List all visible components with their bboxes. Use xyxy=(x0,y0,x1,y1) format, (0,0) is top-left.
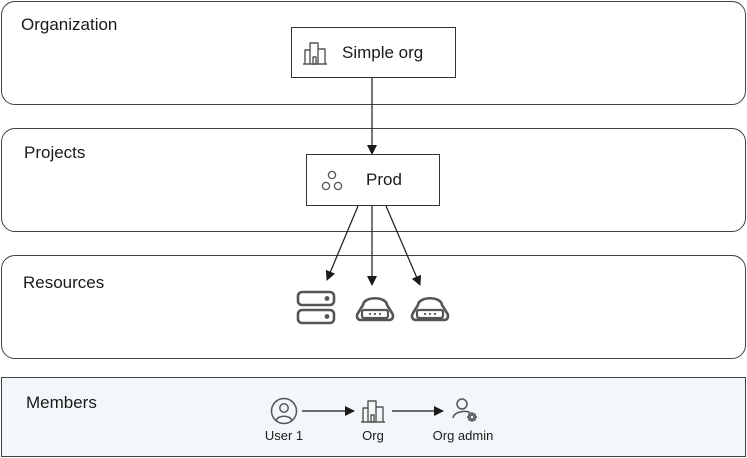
resources-band-label: Resources xyxy=(23,273,105,292)
org-node[interactable]: Simple org xyxy=(291,27,456,78)
server-stack-icon[interactable] xyxy=(296,290,336,326)
arrow-project-to-cloud-2 xyxy=(385,205,422,286)
member-org-admin-label: Org admin xyxy=(432,428,494,443)
resources-band: Resources xyxy=(1,255,746,359)
projects-band-label: Projects xyxy=(24,143,86,162)
members-band-label: Members xyxy=(26,393,97,412)
arrow-project-to-server xyxy=(325,205,359,281)
organization-band-label: Organization xyxy=(21,15,118,34)
building-icon xyxy=(303,42,327,65)
member-user-label: User 1 xyxy=(264,428,304,443)
org-node-label: Simple org xyxy=(342,43,424,62)
member-org-label: Org xyxy=(362,428,384,443)
project-node-label: Prod xyxy=(366,170,402,189)
project-node[interactable]: Prod xyxy=(306,154,440,206)
user-gear-icon[interactable] xyxy=(451,396,481,424)
cloud-storage-icon[interactable] xyxy=(410,291,450,323)
cloud-storage-icon[interactable] xyxy=(355,291,395,323)
project-circles-icon xyxy=(321,170,343,191)
user-icon[interactable] xyxy=(270,397,298,425)
building-icon[interactable] xyxy=(360,398,386,424)
